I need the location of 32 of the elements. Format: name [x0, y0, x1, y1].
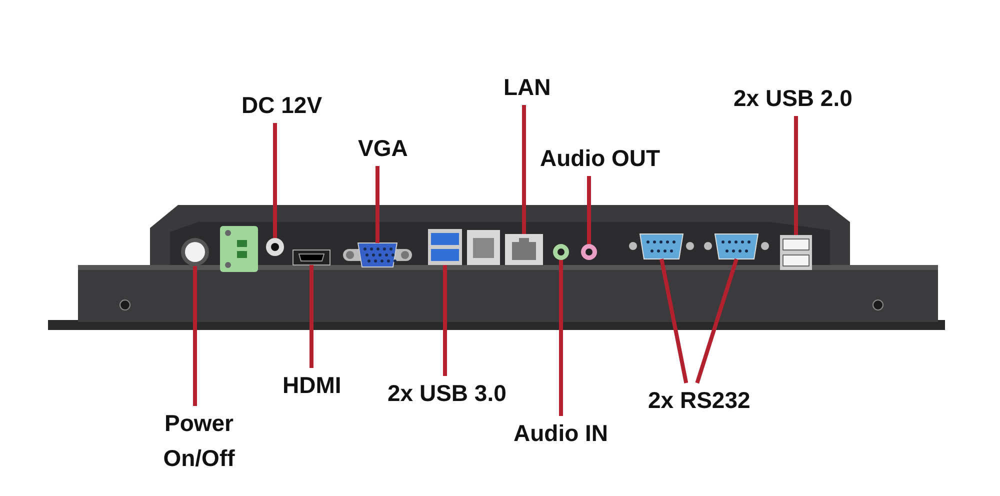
port-label: DC 12V [242, 88, 322, 123]
leader-line [443, 265, 447, 376]
leader-line [794, 116, 798, 235]
leader-line [193, 266, 197, 406]
audio-jack [581, 244, 597, 260]
leader-line [695, 258, 738, 384]
leader-line [273, 123, 277, 238]
leader-line [587, 176, 591, 244]
serial-port [628, 234, 695, 259]
port-label: LAN [504, 70, 551, 105]
serial-port [703, 234, 770, 259]
port-label: Audio OUT [540, 141, 660, 176]
port-label: 2x USB 3.0 [388, 376, 506, 411]
usb-port [428, 229, 462, 265]
port-label: VGA [358, 131, 408, 166]
vga-port [343, 243, 412, 267]
port-label: 2x RS232 [648, 383, 750, 418]
dc-jack [266, 238, 284, 256]
audio-jack [553, 244, 569, 260]
leader-line [660, 258, 688, 384]
port-label: HDMI [282, 368, 342, 403]
leader-line [559, 260, 563, 416]
leader-line [310, 265, 314, 368]
port-label: Audio IN [514, 416, 608, 451]
power-button [181, 238, 209, 266]
port-label: 2x USB 2.0 [734, 81, 852, 116]
leader-line [376, 166, 380, 243]
usb-port [780, 235, 812, 270]
lan-port [505, 234, 543, 265]
hdmi-port [293, 250, 330, 265]
port-label: Power On/Off [144, 406, 254, 476]
leader-line [522, 105, 526, 234]
